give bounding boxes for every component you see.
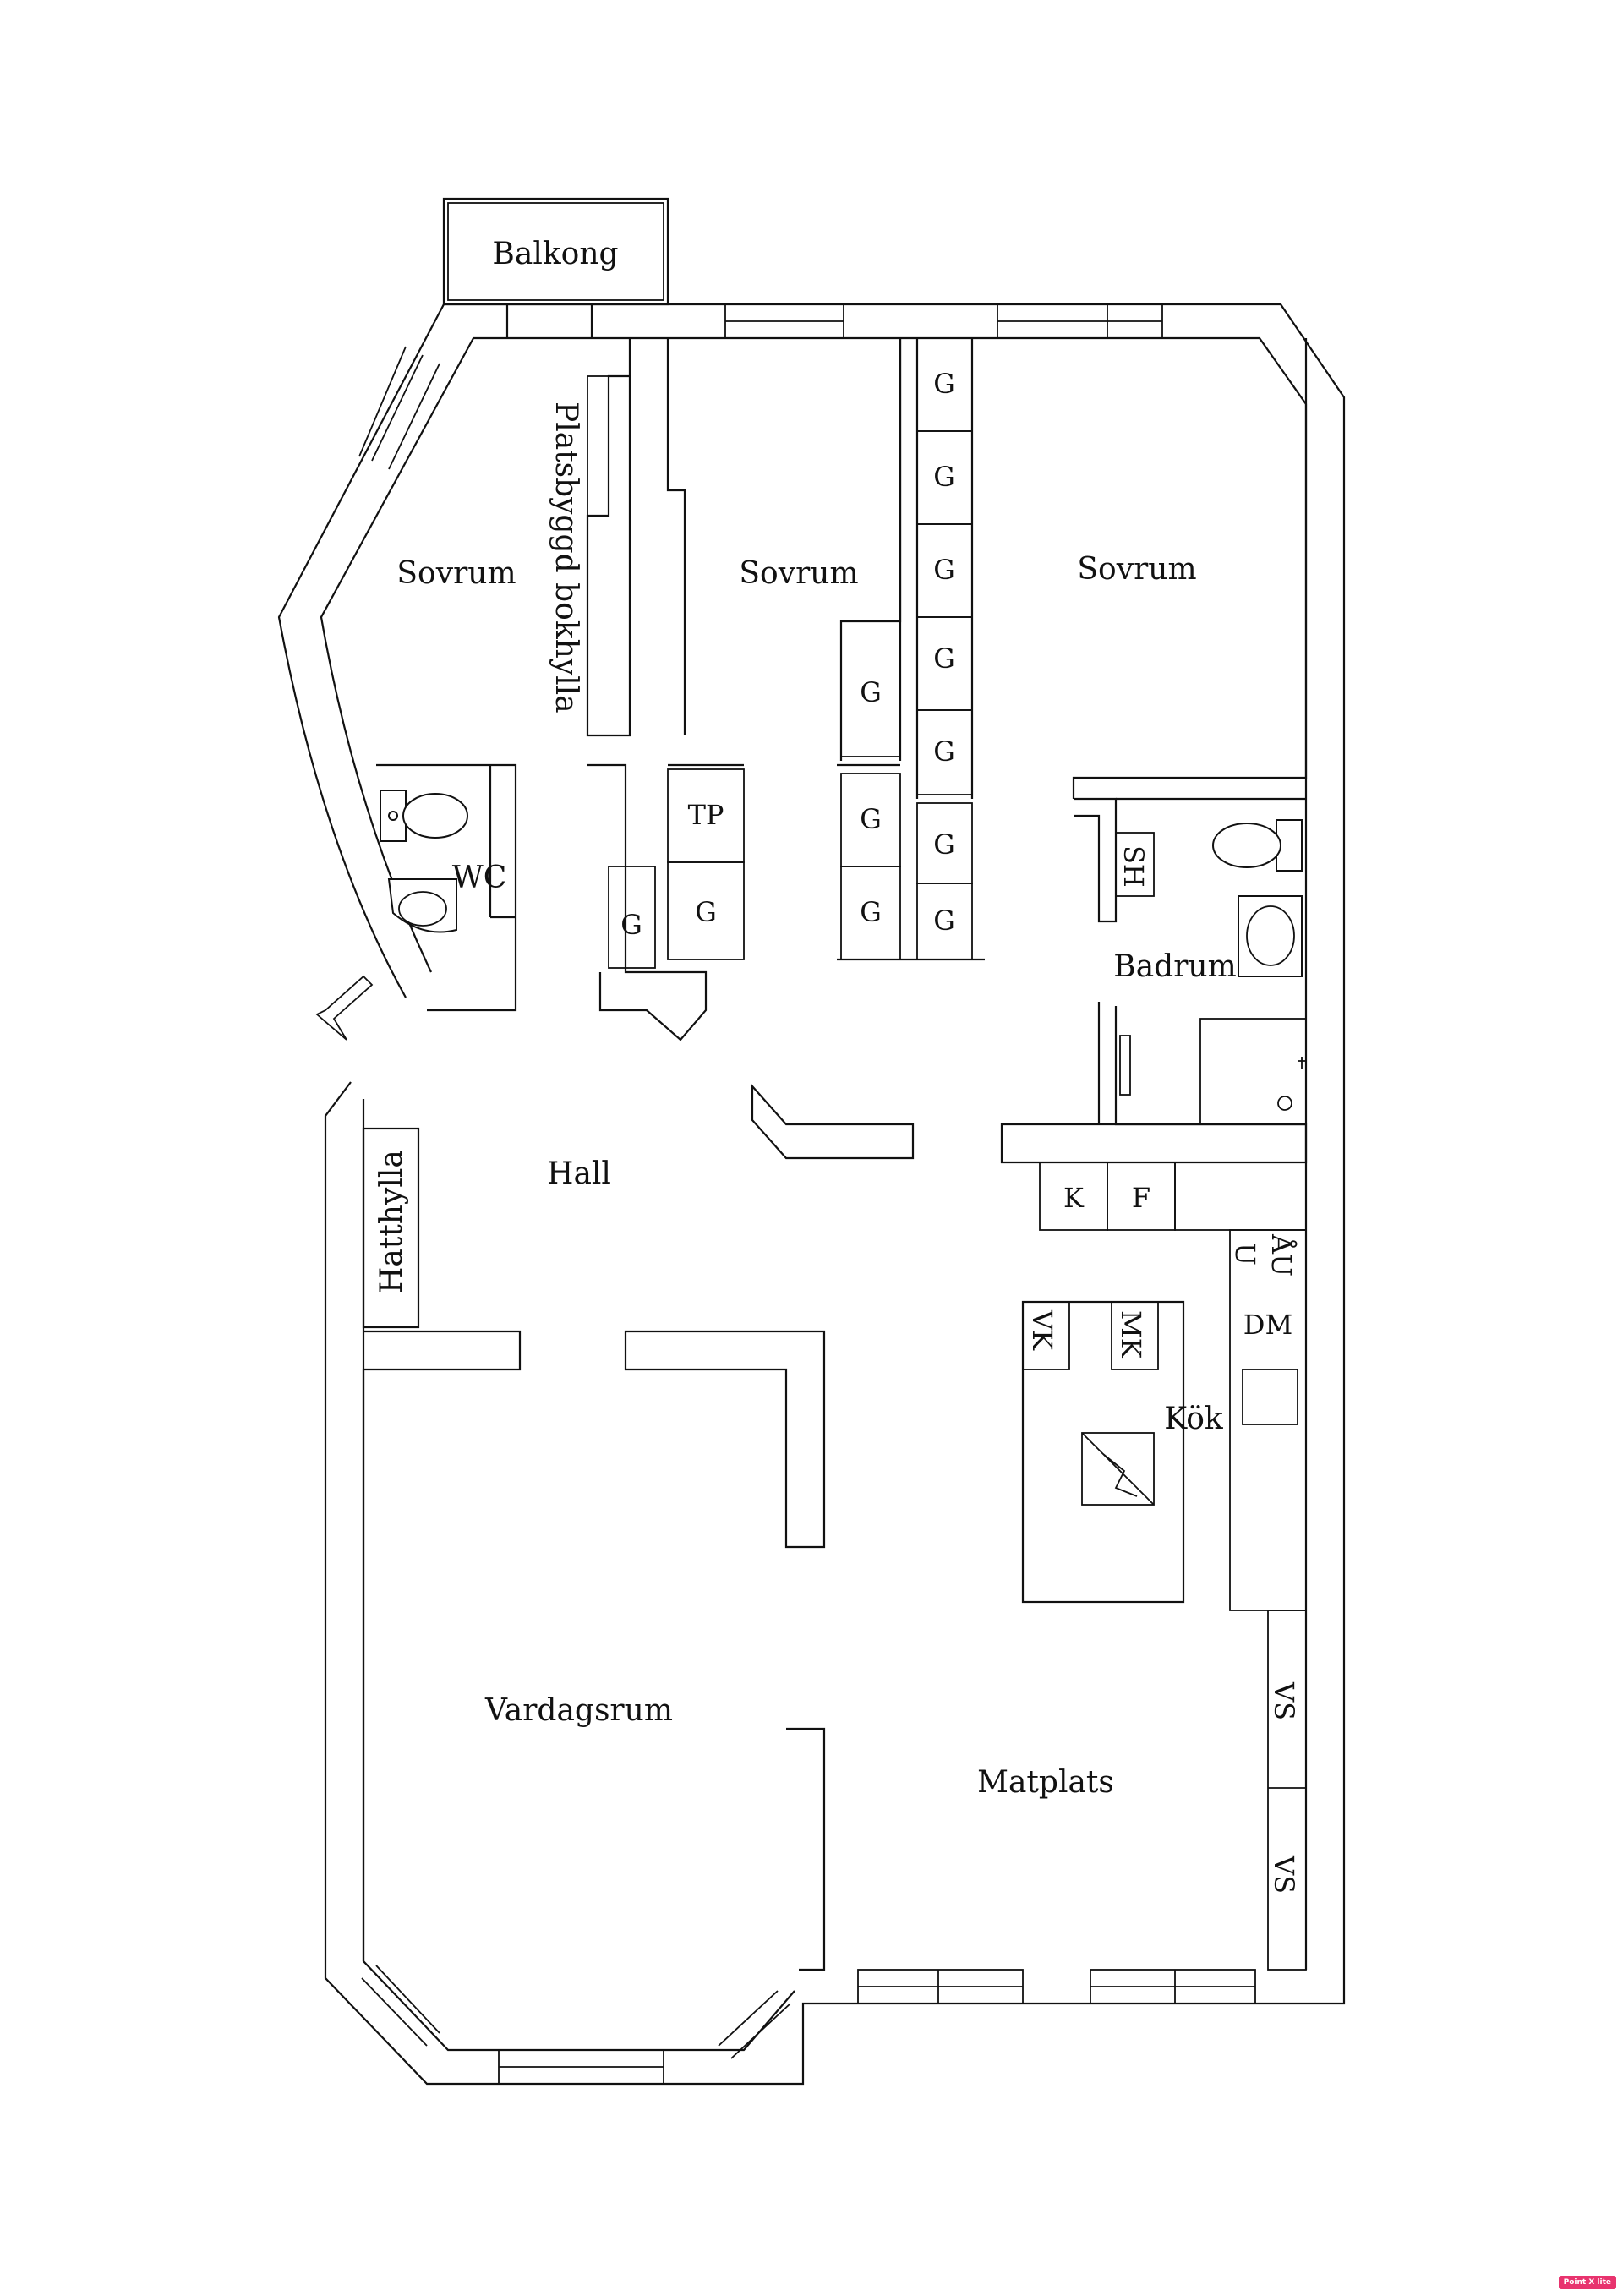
oven-label: U bbox=[1229, 1243, 1261, 1266]
dishwasher-label: DM bbox=[1243, 1309, 1292, 1341]
balcony-label: Balkong bbox=[492, 237, 618, 271]
hall-label: Hall bbox=[547, 1156, 611, 1191]
washer-label: VK bbox=[1026, 1309, 1058, 1351]
fridge-label: K bbox=[1063, 1182, 1085, 1214]
wardrobe-label: G bbox=[933, 828, 955, 861]
wardrobe-label: G bbox=[933, 905, 955, 937]
bedroom-right-label: Sovrum bbox=[1077, 552, 1196, 587]
dining-label: Matplats bbox=[977, 1765, 1114, 1800]
entry-arrow-icon bbox=[315, 975, 374, 1041]
freezer-label: F bbox=[1132, 1182, 1150, 1214]
kitchen-island bbox=[1021, 1300, 1298, 1604]
wardrobe-label: G bbox=[860, 676, 882, 708]
bath-cabinet-label: SH bbox=[1118, 845, 1150, 888]
wardrobe-label: G bbox=[933, 461, 955, 493]
wardrobe-label: G bbox=[620, 909, 642, 941]
linen-closet-label: TP bbox=[688, 799, 724, 831]
watermark-badge: Point X lite bbox=[1558, 2276, 1616, 2289]
bedroom-middle-label: Sovrum bbox=[739, 556, 858, 591]
bedroom-left-label: Sovrum bbox=[396, 556, 516, 591]
bathroom-fixtures bbox=[1115, 819, 1307, 1125]
wardrobe-label: G bbox=[933, 368, 955, 400]
radiator-cabinet-label: VS bbox=[1268, 1681, 1300, 1720]
living-room-label: Vardagsrum bbox=[484, 1693, 673, 1728]
bathroom-label: Badrum bbox=[1113, 949, 1237, 984]
wardrobes: G G G G G G G G G G TP G G bbox=[608, 337, 973, 969]
windows bbox=[358, 303, 1256, 2085]
radiator-cabinet-label: VS bbox=[1268, 1855, 1300, 1894]
wardrobe-label: G bbox=[933, 554, 955, 586]
kitchen-label: Kök bbox=[1164, 1402, 1224, 1436]
bookshelf-label: Platsbyggd bokhylla bbox=[549, 402, 583, 713]
wardrobe-label: G bbox=[933, 642, 955, 675]
wc-label: WC bbox=[452, 861, 507, 895]
wardrobe-label: G bbox=[860, 803, 882, 835]
wardrobe-label: G bbox=[695, 896, 717, 928]
wardrobe-label: G bbox=[860, 896, 882, 928]
microwave-label: MK bbox=[1115, 1310, 1147, 1359]
balcony: Balkong bbox=[442, 197, 669, 338]
oven-micro-label: ÅU bbox=[1265, 1233, 1298, 1276]
hat-shelf-label: Hatthylla bbox=[374, 1150, 409, 1293]
wardrobe-label: G bbox=[933, 735, 955, 768]
wc-fixtures bbox=[380, 790, 468, 933]
